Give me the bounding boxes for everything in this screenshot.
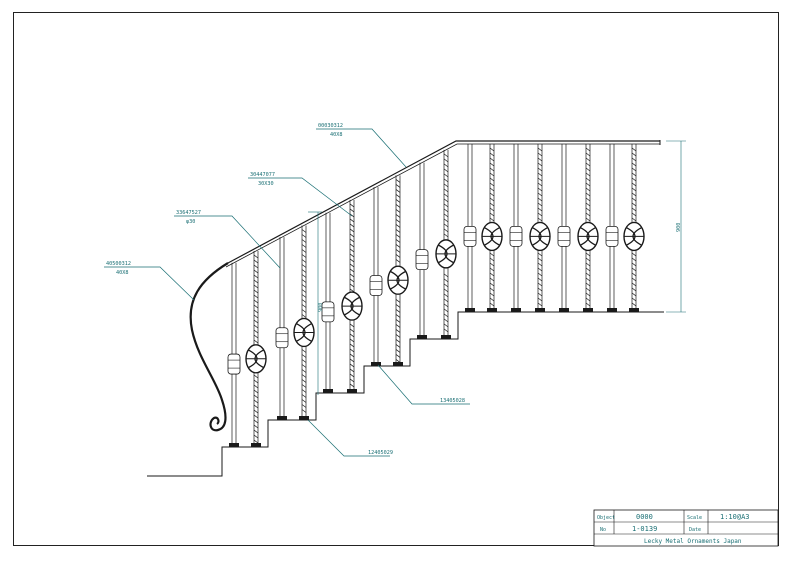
drawing-border xyxy=(13,12,779,546)
callout-baluster-twist-code: 12405029 xyxy=(368,450,393,456)
callout-handrail-size: 40X8 xyxy=(330,132,343,138)
baluster xyxy=(623,144,645,312)
callout-baluster-twist: 12405029 xyxy=(368,450,393,456)
dimension-stair: 900 xyxy=(308,211,324,395)
dimension-landing: 900 xyxy=(666,140,686,313)
tb-scale-value: 1:10@A3 xyxy=(720,513,750,521)
callout-round-bar-code: 33647527 xyxy=(176,210,201,216)
tb-object-label: Object xyxy=(597,515,615,521)
callout-baluster-plain: 13405028 xyxy=(440,398,465,404)
tb-scale-label: Scale xyxy=(687,515,702,521)
dimension-landing-label: 900 xyxy=(676,223,682,232)
tb-company: Lecky Metal Ornaments Japan xyxy=(644,538,742,545)
handrail xyxy=(227,140,660,264)
baluster xyxy=(557,144,571,312)
handrail-inner xyxy=(225,143,660,268)
callout-handrail-code: 00030312 xyxy=(318,123,343,129)
baluster xyxy=(275,237,289,420)
baluster xyxy=(227,262,241,447)
balusters xyxy=(227,144,645,447)
callout-volute-size: 40X8 xyxy=(116,270,129,276)
baluster xyxy=(415,162,429,339)
callout-baluster-plain-code: 13405028 xyxy=(440,398,465,404)
callout-volute-code: 40500312 xyxy=(106,261,131,267)
tb-object-value: 0000 xyxy=(636,513,653,521)
tb-date-label: Date xyxy=(689,527,701,533)
leader-lines xyxy=(104,128,470,457)
callout-handrail: 00030312 40X8 xyxy=(318,123,343,138)
baluster xyxy=(341,199,363,393)
baluster xyxy=(321,212,335,393)
title-block: Object 0000 Scale 1:10@A3 No 1-0139 Date… xyxy=(593,509,779,547)
baluster xyxy=(509,144,523,312)
dimension-stair-label: 900 xyxy=(318,303,324,312)
callout-volute: 40500312 40X8 xyxy=(106,261,131,276)
baluster xyxy=(481,144,503,312)
callout-round-bar-size: φ30 xyxy=(186,219,195,225)
baluster xyxy=(293,225,315,420)
tb-no-value: 1-0139 xyxy=(632,525,657,533)
baluster xyxy=(605,144,619,312)
baluster xyxy=(529,144,551,312)
baluster xyxy=(369,187,383,366)
baluster xyxy=(245,251,267,447)
callout-flat-bar-code: 30447077 xyxy=(250,172,275,178)
baluster xyxy=(435,149,457,339)
baluster xyxy=(577,144,599,312)
tb-no-label: No xyxy=(600,527,606,533)
baluster xyxy=(387,175,409,366)
stair-profile xyxy=(147,311,664,477)
callout-flat-bar: 30447077 30X30 xyxy=(250,172,275,187)
callout-flat-bar-size: 30X30 xyxy=(258,181,274,187)
handrail-volute xyxy=(189,262,229,432)
baluster xyxy=(463,144,477,312)
callout-round-bar: 33647527 φ30 xyxy=(176,210,201,225)
